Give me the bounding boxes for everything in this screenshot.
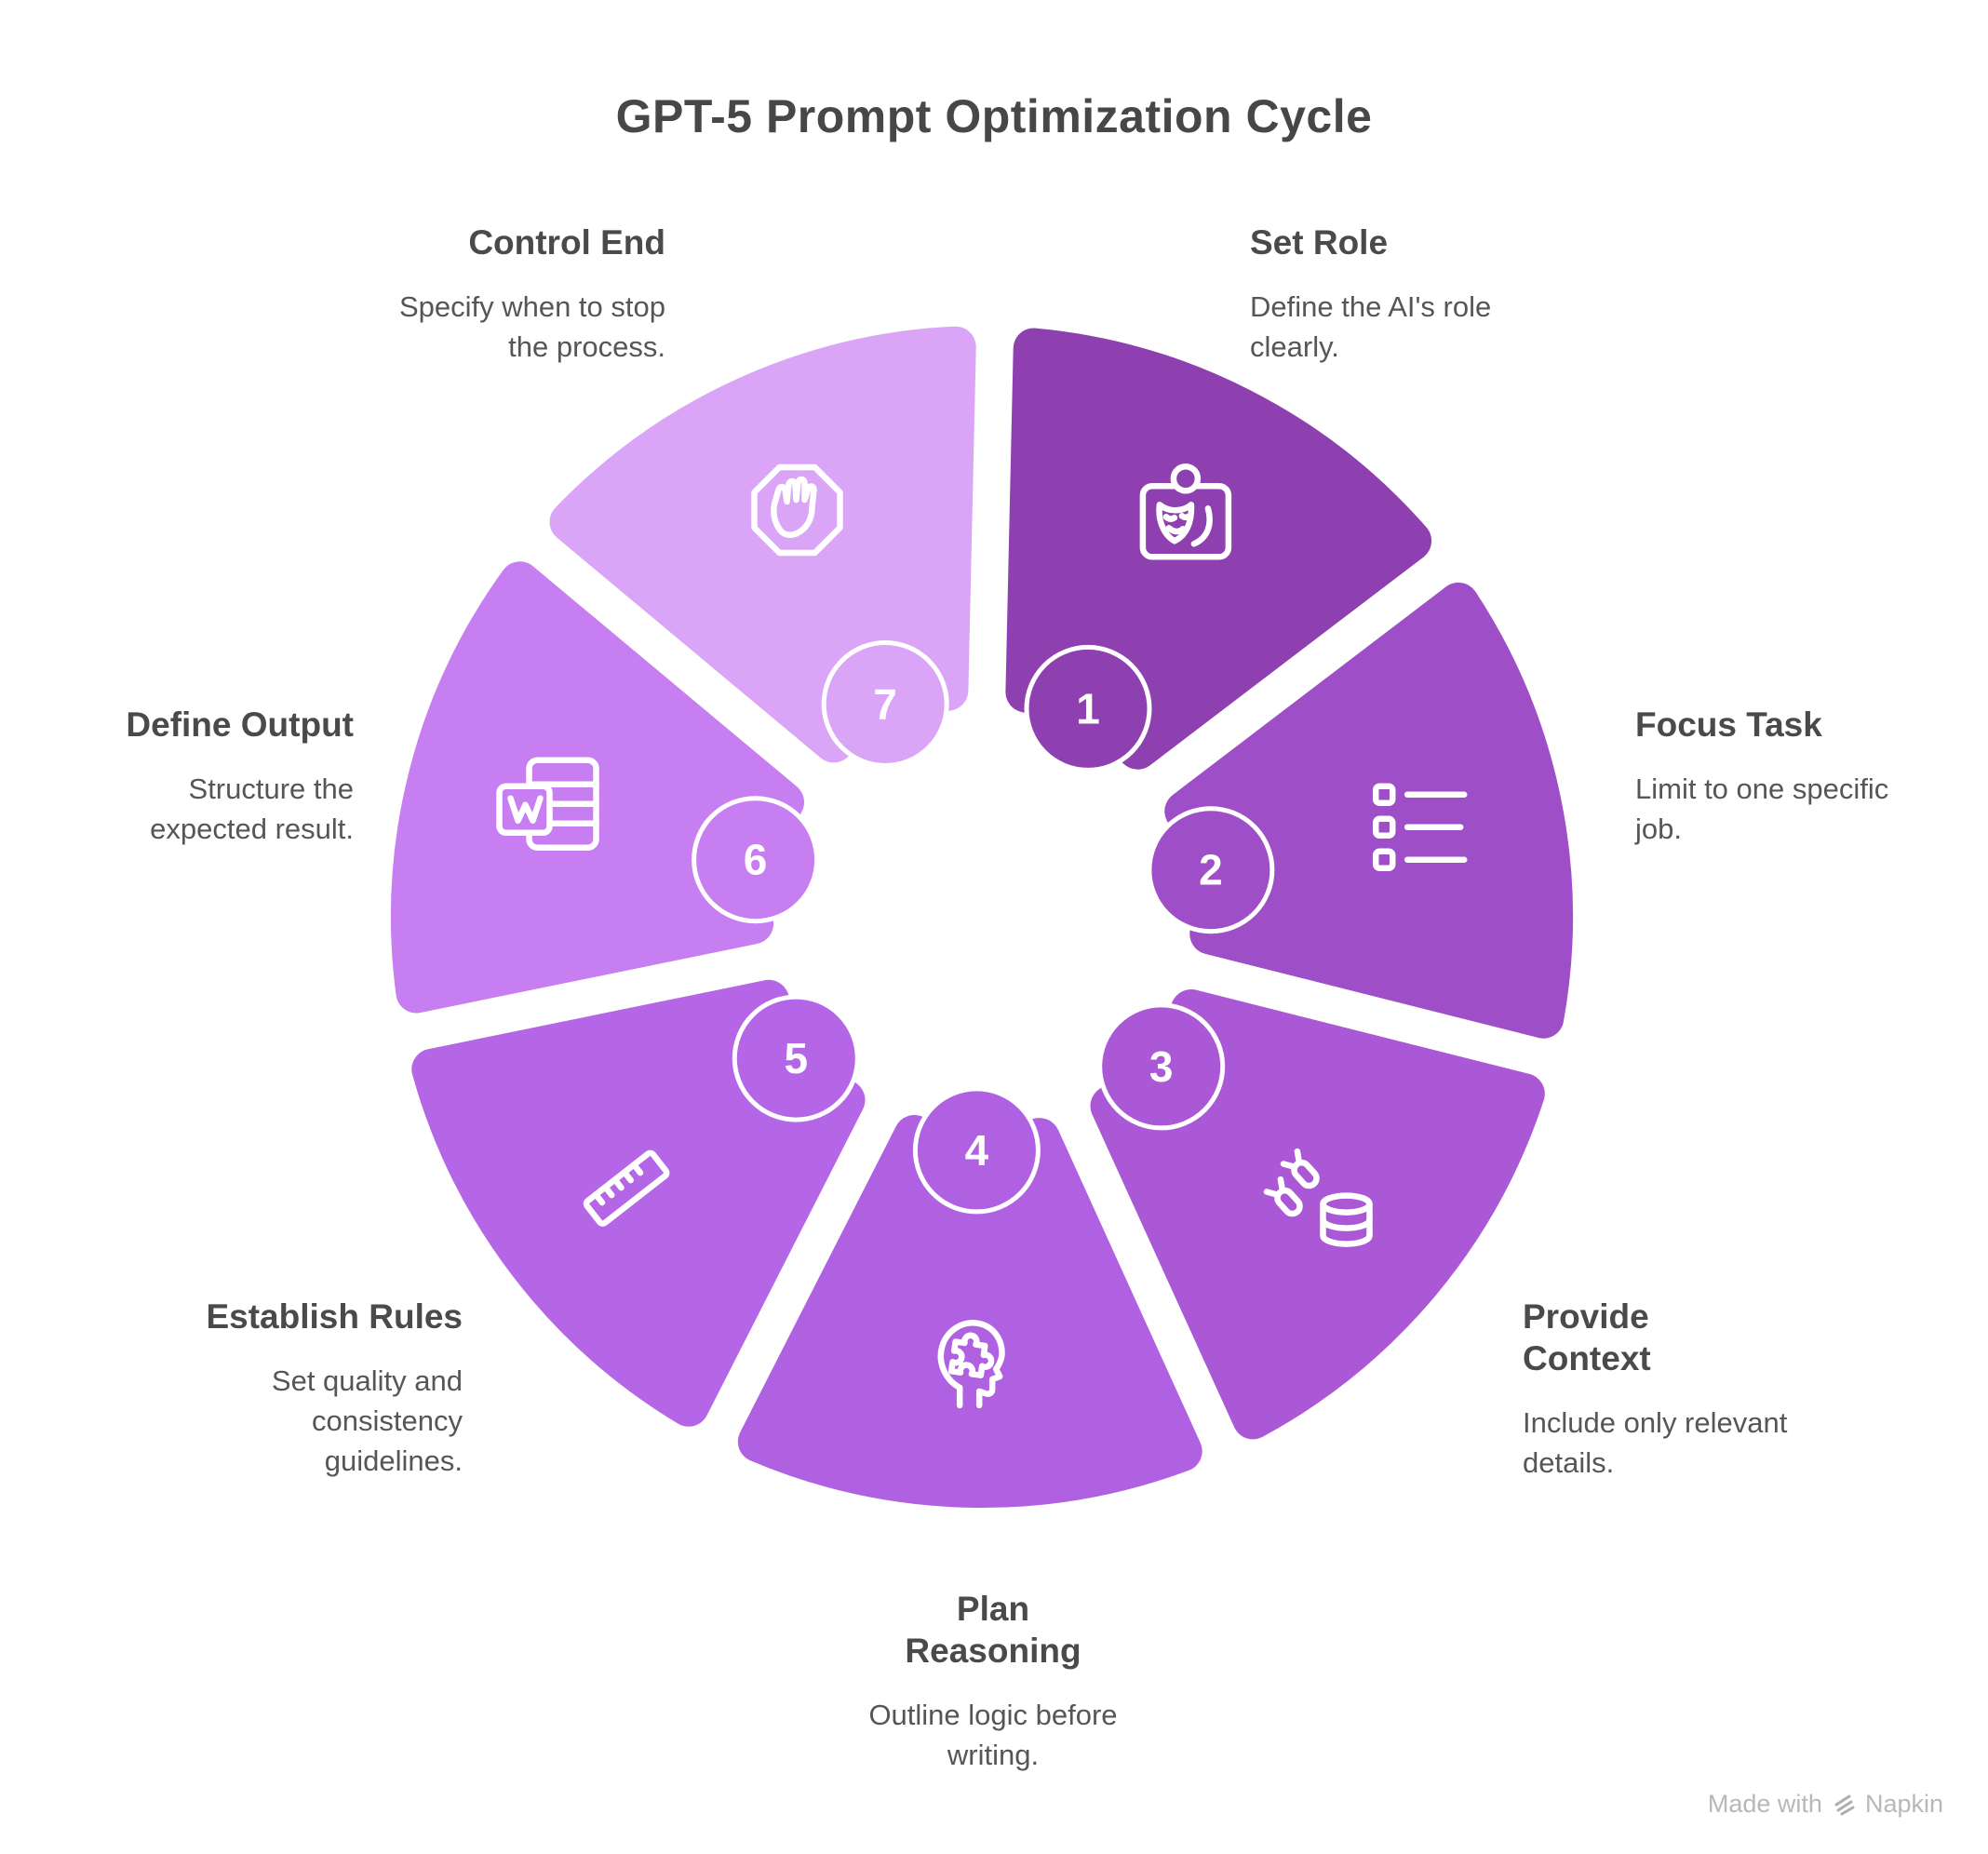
segment-number: 3 [1149,1042,1174,1091]
segment-label-establish-rules: Establish Rules Set quality and consiste… [146,1296,463,1481]
wheel-segment-1: 1 [1005,328,1432,772]
segment-description: Define the AI's role clearly. [1250,290,1492,363]
segment-label-define-output: Define Output Structure the expected res… [37,704,354,850]
segment-title: Plan Reasoning [905,1590,1081,1671]
stop-hand-icon [751,464,843,557]
segment-description: Structure the expected result. [150,772,354,845]
word-document-icon [496,757,599,851]
segment-number-circle [1147,806,1275,934]
segment-number-circle [912,1086,1041,1215]
segment-description: Outline logic before writing. [868,1699,1118,1772]
segment-title: Focus Task [1635,705,1822,744]
theater-mask-icon [1139,464,1232,560]
watermark-brand: Napkin [1864,1790,1943,1818]
head-puzzle-icon [937,1320,1005,1409]
segment-label-set-role: Set Role Define the AI's role clearly. [1250,222,1641,368]
segment-title: Set Role [1250,223,1389,262]
segment-number: 1 [1076,684,1100,732]
segment-description: Include only relevant details. [1523,1406,1788,1480]
segment-number: 5 [785,1034,809,1082]
segment-number-circle [821,640,949,768]
segment-number-circle [692,796,820,924]
wheel-segment-4: 4 [737,1086,1202,1509]
watermark: Made with Napkin [1708,1790,1943,1819]
segment-label-control-end: Control End Specify when to stop the pro… [293,222,665,368]
wheel-segment-3: 3 [1090,989,1545,1440]
watermark-text: Made with [1707,1790,1822,1818]
segment-number-circle [1097,1002,1226,1131]
page-title: GPT-5 Prompt Optimization Cycle [615,90,1373,142]
segment-description: Set quality and consistency guidelines. [271,1364,463,1477]
napkin-logo-icon [1834,1794,1855,1815]
segment-number: 2 [1199,846,1223,894]
segment-label-focus-task: Focus Task Limit to one specific job. [1635,704,1952,850]
wheel-segment-6: 6 [390,561,820,1014]
segment-number-circle [1024,644,1152,772]
segment-label-plan-reasoning: Plan Reasoning Outline logic before writ… [798,1588,1189,1776]
segment-title: Control End [468,223,665,262]
segment-description: Limit to one specific job. [1635,772,1889,845]
segment-number: 6 [744,836,768,884]
segment-title: Establish Rules [206,1297,463,1336]
segment-label-provide-context: Provide Context Include only relevant de… [1523,1296,1839,1484]
wheel-segment-5: 5 [411,979,866,1427]
segment-title: Provide Context [1523,1297,1651,1378]
wheel-segment-7: 7 [549,326,976,768]
segment-number: 4 [965,1126,989,1175]
data-context-icon [1263,1148,1373,1247]
wheel-segment-2: 2 [1147,582,1573,1039]
segment-number: 7 [873,680,897,729]
segment-description: Specify when to stop the process. [398,290,665,363]
ruler-icon [583,1149,670,1227]
checklist-icon [1372,783,1468,871]
segment-title: Define Output [126,705,354,744]
segment-number-circle [732,994,860,1122]
